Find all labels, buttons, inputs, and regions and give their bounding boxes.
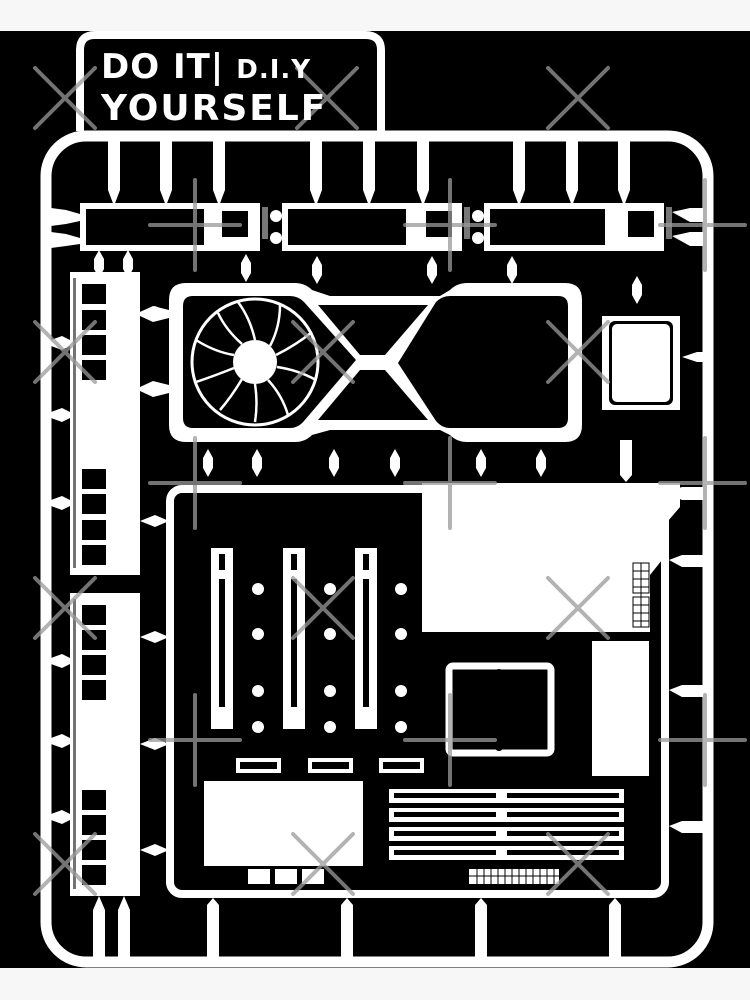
title-box: DO IT| D.I.Y YOURSELF: [80, 33, 382, 131]
title-line-1: DO IT| D.I.Y: [101, 47, 311, 87]
gpu-bottom-gates: [203, 440, 632, 482]
m2-ssd-2: [282, 203, 470, 251]
m2-ssd-1: [80, 203, 268, 251]
m2-ssd-3: [484, 203, 672, 251]
ssd-side-gates: [51, 208, 703, 248]
atx-connector: [469, 869, 559, 884]
right-gates: [665, 487, 703, 833]
title-line-2: YOURSELF: [101, 88, 328, 129]
sprue-frame: [40, 130, 714, 968]
watermark-overlay: [33, 66, 747, 896]
ram-gates: [51, 306, 169, 962]
title-box-frame: [76, 31, 385, 131]
fan-icon: [190, 297, 320, 427]
standoff-dots: [252, 583, 407, 733]
title-do-it: DO IT|: [101, 47, 225, 87]
motherboard: [166, 483, 680, 898]
title-diy: D.I.Y: [236, 55, 312, 85]
ram-slots: [389, 789, 624, 860]
bottom-gates: [207, 898, 621, 957]
cpu-chip: [602, 316, 680, 410]
m2-slots: [236, 758, 424, 773]
ram-stick-1: [70, 272, 140, 575]
graphics-card: [169, 283, 582, 442]
top-gates: [108, 141, 630, 206]
